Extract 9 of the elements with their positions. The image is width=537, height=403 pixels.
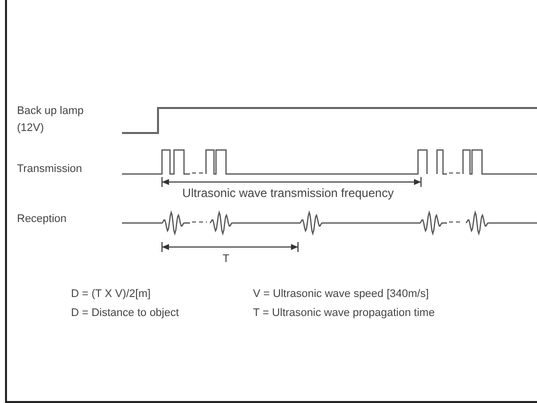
signal-label: D = Distance to object [71,306,179,321]
signal-label: Reception [17,212,67,227]
signal-label: Back up lamp (12V) [17,104,85,136]
signal-label: Ultrasonic wave transmission frequency [182,185,394,202]
signal-label: D = (T X V)/2[m] [71,287,151,302]
signal-label: Transmission [17,162,82,177]
signal-label: T [222,252,230,267]
signal-label: T = Ultrasonic wave propagation time [253,306,435,321]
signal-label: V = Ultrasonic wave speed [340m/s] [253,287,429,302]
